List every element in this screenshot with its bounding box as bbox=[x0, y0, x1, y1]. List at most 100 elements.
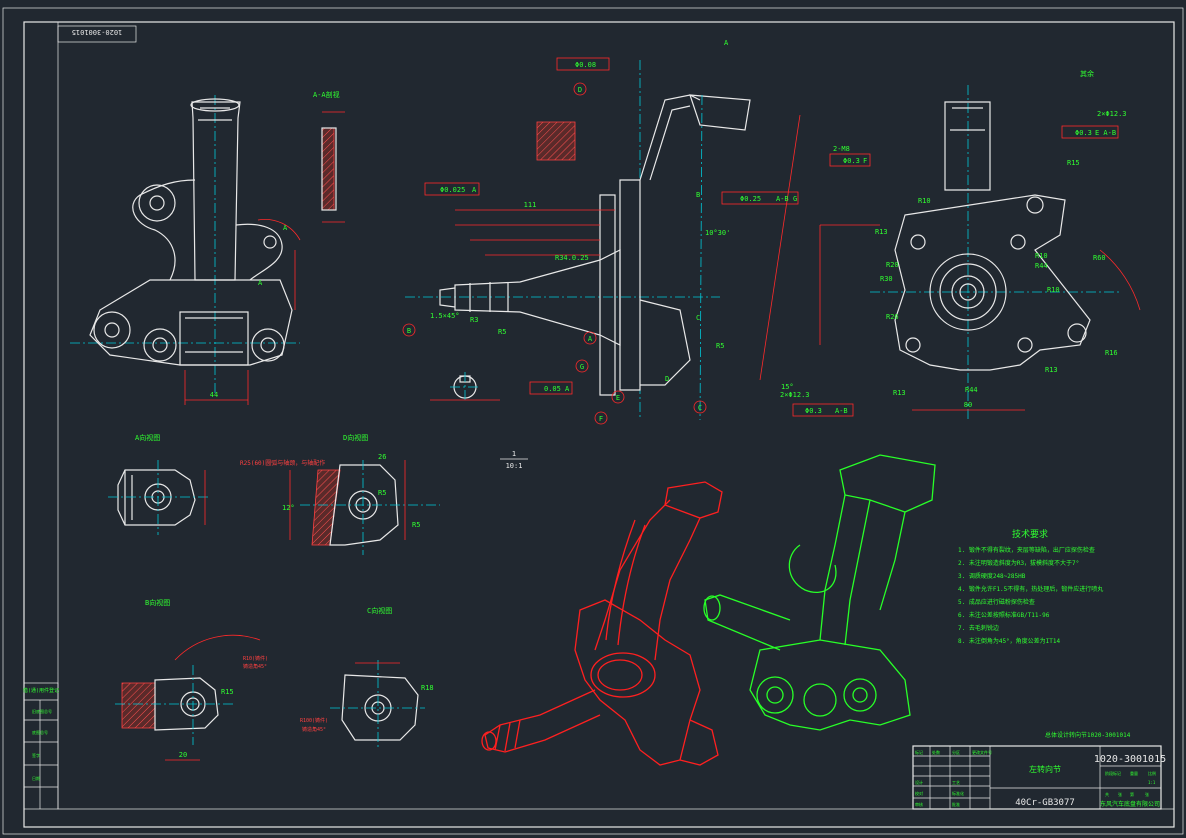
strip-label-4: 签字 bbox=[32, 752, 40, 758]
view-d-detail[interactable]: D向视图 R25(60)圆弧与轴颈，与轴配作 12° R5 R5 26 bbox=[240, 433, 440, 555]
svg-text:Φ0.025: Φ0.025 bbox=[440, 186, 465, 194]
svg-text:R13: R13 bbox=[1045, 366, 1058, 374]
svg-text:A-B: A-B bbox=[835, 407, 848, 415]
svg-text:B: B bbox=[696, 191, 700, 199]
svg-text:阶段标记: 阶段标记 bbox=[1105, 770, 1121, 776]
svg-text:2×Φ12.3: 2×Φ12.3 bbox=[780, 391, 810, 399]
svg-text:Φ0.3: Φ0.3 bbox=[843, 157, 860, 165]
svg-text:重量: 重量 bbox=[1130, 770, 1138, 776]
svg-text:工艺: 工艺 bbox=[952, 780, 960, 785]
svg-text:标记: 标记 bbox=[915, 749, 923, 755]
svg-text:R5: R5 bbox=[378, 489, 386, 497]
svg-text:R20: R20 bbox=[886, 261, 899, 269]
svg-text:张: 张 bbox=[1118, 791, 1122, 797]
tech-req-4: 4. 锻件允许F1.5不得有，热处理后，锻件应进行喷丸 bbox=[958, 585, 1103, 593]
svg-text:1.5×45°: 1.5×45° bbox=[430, 312, 460, 320]
view-b-title: B向视图 bbox=[145, 598, 170, 607]
svg-text:A: A bbox=[724, 39, 729, 47]
view-c-detail[interactable]: C向视图 R18 R100(铸件) 铸造角45° bbox=[300, 606, 434, 750]
svg-text:26: 26 bbox=[378, 453, 386, 461]
svg-text:12°: 12° bbox=[282, 504, 295, 512]
svg-text:R44: R44 bbox=[1035, 262, 1048, 270]
strip-label-5: 日期 bbox=[32, 775, 40, 781]
title-block: 1020-3001015 左转向节 40Cr-GB3077 东风汽车底盘有限公司… bbox=[912, 745, 1166, 810]
svg-text:R5: R5 bbox=[716, 342, 724, 350]
view-c-title: C向视图 bbox=[367, 606, 392, 615]
svg-text:R10: R10 bbox=[1035, 252, 1048, 260]
title-company: 东风汽车底盘有限公司 bbox=[1100, 800, 1160, 808]
view-a-detail[interactable]: A向视图 bbox=[108, 433, 210, 535]
view-d-note: R25(60)圆弧与轴颈，与轴配作 bbox=[240, 459, 325, 467]
rotated-drawing-number: 1020-3001015 bbox=[57, 25, 137, 43]
svg-text:R5: R5 bbox=[498, 328, 506, 336]
tech-req-5: 5. 成品应进行磁粉探伤检查 bbox=[958, 598, 1035, 606]
svg-text:E: E bbox=[616, 394, 620, 402]
svg-text:校对: 校对 bbox=[915, 790, 923, 796]
svg-text:R13: R13 bbox=[875, 228, 888, 236]
svg-text:D: D bbox=[665, 375, 669, 383]
svg-text:R30: R30 bbox=[880, 275, 893, 283]
shaft-section-detail[interactable] bbox=[430, 372, 500, 402]
svg-text:A: A bbox=[565, 385, 570, 393]
view-b-note-2: 铸造角45° bbox=[243, 663, 267, 670]
title-drawing-number: 1020-3001015 bbox=[1094, 754, 1166, 765]
green-3d-model[interactable] bbox=[703, 454, 936, 731]
svg-text:C: C bbox=[696, 314, 700, 322]
svg-text:2-M8: 2-M8 bbox=[833, 145, 850, 153]
svg-text:10°30': 10°30' bbox=[705, 229, 730, 237]
svg-text:20: 20 bbox=[179, 751, 187, 759]
svg-text:R26: R26 bbox=[886, 313, 899, 321]
svg-text:审核: 审核 bbox=[915, 801, 923, 807]
technical-requirements: 技术要求 1. 锻件不得有裂纹，夹层等缺陷，出厂应探伤检查 2. 未注明锻造斜度… bbox=[958, 528, 1103, 645]
svg-text:Φ0.3: Φ0.3 bbox=[805, 407, 822, 415]
svg-text:15°: 15° bbox=[781, 383, 794, 391]
view-a-title: A向视图 bbox=[135, 433, 160, 442]
svg-text:G: G bbox=[793, 195, 797, 203]
svg-text:R10: R10 bbox=[1047, 286, 1060, 294]
tech-req-6: 6. 未注公差按照标准GB/T11-96 bbox=[958, 611, 1050, 619]
svg-text:分区: 分区 bbox=[952, 749, 960, 755]
tech-req-1: 1. 锻件不得有裂纹，夹层等缺陷，出厂应探伤检查 bbox=[958, 546, 1095, 554]
svg-text:比例: 比例 bbox=[1148, 770, 1156, 776]
svg-text:共: 共 bbox=[1105, 791, 1109, 797]
svg-text:G: G bbox=[580, 363, 584, 371]
red-3d-model[interactable] bbox=[481, 481, 723, 766]
svg-text:R5: R5 bbox=[412, 521, 420, 529]
svg-text:Φ0.25: Φ0.25 bbox=[740, 195, 761, 203]
spindle-side-view[interactable]: 111 R34.0.25 1.5×45° R5 R3 10°30' 15° R5… bbox=[402, 39, 801, 425]
svg-text:R18: R18 bbox=[421, 684, 434, 692]
flange-top-view[interactable]: 80 R15 R13 R10 R20 R30 R26 R10 R44 R60 R… bbox=[780, 69, 1141, 420]
tech-req-8: 8. 未注倒角为45°，角度公差为IT14 bbox=[958, 637, 1061, 645]
svg-text:0.05: 0.05 bbox=[544, 385, 561, 393]
svg-text:R60: R60 bbox=[1093, 254, 1106, 262]
svg-text:2×Φ12.3: 2×Φ12.3 bbox=[1097, 110, 1127, 118]
drawing-border bbox=[2, 7, 1184, 835]
svg-text:D: D bbox=[578, 86, 582, 94]
svg-text:A-B: A-B bbox=[776, 195, 789, 203]
tech-req-title: 技术要求 bbox=[1012, 528, 1048, 540]
svg-text:R15: R15 bbox=[221, 688, 234, 696]
strip-label-1: 借(通)用件登记 bbox=[23, 687, 59, 694]
front-view[interactable]: 44 A A bbox=[70, 95, 301, 405]
section-aa-view[interactable]: A-A剖视 bbox=[313, 90, 345, 223]
view-b-detail[interactable]: B向视图 20 R15 R10(铸件) 铸造角45° bbox=[115, 598, 268, 761]
view-b-note-1: R10(铸件) bbox=[243, 655, 268, 662]
svg-text:处数: 处数 bbox=[932, 749, 940, 755]
svg-text:80: 80 bbox=[964, 401, 972, 409]
svg-text:A: A bbox=[258, 279, 263, 287]
tech-req-3: 3. 调质硬度248~285HB bbox=[958, 572, 1026, 580]
view-d-title: D向视图 bbox=[343, 433, 368, 442]
view-c-note-1: R100(铸件) bbox=[300, 717, 328, 724]
tech-req-2: 2. 未注明锻造斜度为R3，拔模斜度不大于7° bbox=[958, 559, 1079, 567]
svg-text:R3: R3 bbox=[470, 316, 478, 324]
svg-text:R13: R13 bbox=[893, 389, 906, 397]
svg-text:张: 张 bbox=[1145, 791, 1149, 797]
svg-text:设计: 设计 bbox=[915, 779, 923, 785]
svg-text:111: 111 bbox=[524, 201, 537, 209]
title-part-name: 左转向节 bbox=[1029, 764, 1061, 774]
strip-label-2: 旧底图总号 bbox=[32, 708, 52, 714]
svg-text:A: A bbox=[588, 335, 593, 343]
section-aa-title: A-A剖视 bbox=[313, 90, 340, 99]
svg-text:1: 1 bbox=[512, 450, 516, 458]
